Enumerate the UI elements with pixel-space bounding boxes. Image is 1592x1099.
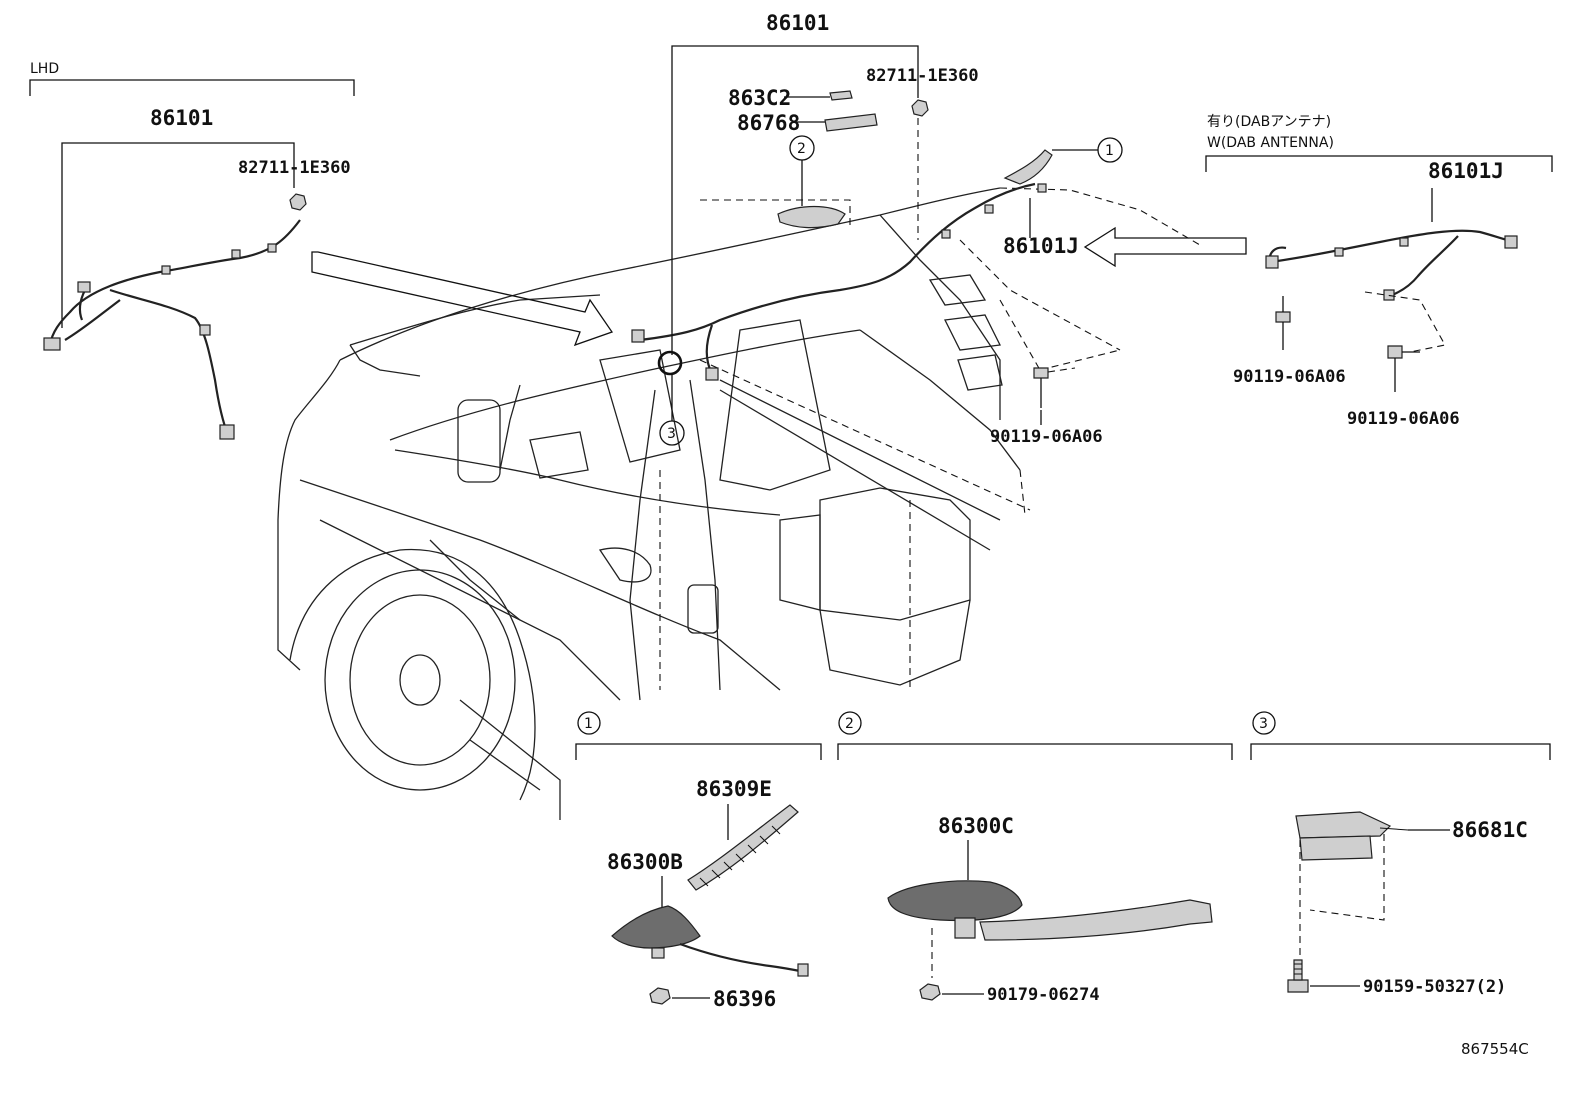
- detail-group-2: 2 86300C 90179-06274: [837, 711, 1233, 1005]
- lhd-82711-label[interactable]: 82711-1E360: [238, 158, 351, 178]
- main-90119-label[interactable]: 90119-06A06: [990, 427, 1103, 447]
- lhd-86101-label[interactable]: 86101: [150, 106, 213, 130]
- dab-label-en: W(DAB ANTENNA): [1207, 135, 1334, 151]
- dab-group: 有り(DABアンテナ) W(DAB ANTENNA) 86101J 90119-…: [1205, 114, 1553, 429]
- dab-bolt-b-icon: [1387, 345, 1403, 359]
- lhd-group: LHD 86101 82711-1E360: [29, 61, 355, 440]
- main-clip-icon: [911, 99, 929, 117]
- group-2-bracket: [837, 743, 1233, 760]
- detail-90179-label[interactable]: 90179-06274: [987, 985, 1100, 1005]
- callout-3-number: 3: [667, 426, 676, 442]
- main-86768-label[interactable]: 86768: [737, 111, 800, 135]
- dab-label-jp: 有り(DABアンテナ): [1207, 114, 1331, 130]
- main-863C2-label[interactable]: 863C2: [728, 86, 791, 110]
- 863C2-icon: [829, 90, 853, 101]
- group-3-bracket: [1250, 743, 1551, 760]
- antenna-rod-icon: [687, 804, 799, 891]
- lhd-label: LHD: [30, 61, 59, 77]
- pointer-arrow-left: [311, 251, 614, 347]
- main-bolt-icon: [1033, 367, 1049, 379]
- shark-fin-antenna-icon: [611, 905, 809, 977]
- main-82711-label[interactable]: 82711-1E360: [866, 66, 979, 86]
- nut-86396-icon: [649, 987, 671, 1005]
- lhd-bracket: [29, 79, 355, 96]
- vehicle-body-outline: [277, 187, 1201, 820]
- amplifier-86681C-icon: [1295, 811, 1409, 861]
- main-86101-leader: [671, 45, 919, 355]
- screw-90159-icon: [1287, 959, 1309, 993]
- lhd-harness-icon: [43, 219, 301, 440]
- detail-group-1: 1 86309E 86300B 86396: [575, 711, 822, 1011]
- group-1-circle: [577, 711, 601, 735]
- diagram-id: 867554C: [1461, 1040, 1529, 1058]
- group-2-number: 2: [845, 716, 854, 732]
- detail-86300B-label[interactable]: 86300B: [607, 850, 683, 874]
- dab-86101J-label[interactable]: 86101J: [1428, 159, 1504, 183]
- detail-86300C-label[interactable]: 86300C: [938, 814, 1014, 838]
- main-86101J-label[interactable]: 86101J: [1003, 234, 1079, 258]
- dab-bolt-a-icon: [1275, 311, 1291, 323]
- main-86101-label[interactable]: 86101: [766, 11, 829, 35]
- 86768-icon: [824, 113, 878, 132]
- glass-antenna-86300C-icon: [887, 880, 1213, 941]
- lhd-clip-icon: [289, 193, 307, 211]
- detail-90159-label[interactable]: 90159-50327(2): [1363, 977, 1506, 997]
- group-1-number: 1: [584, 716, 593, 732]
- detail-86309E-label[interactable]: 86309E: [696, 777, 772, 801]
- dab-harness-icon: [1265, 229, 1518, 301]
- callout-1-number: 1: [1105, 143, 1114, 159]
- detail-86681C-label[interactable]: 86681C: [1452, 818, 1528, 842]
- group-3-number: 3: [1259, 716, 1268, 732]
- callout-3-location-marker: [657, 350, 683, 376]
- mirror-shape: [457, 399, 501, 483]
- nut-90179-icon: [919, 983, 941, 1001]
- group-3-circle: [1252, 711, 1276, 735]
- roof-glass-antenna-icon: [777, 205, 846, 229]
- dab-90119-a-label[interactable]: 90119-06A06: [1233, 367, 1346, 387]
- dab-bracket: [1205, 155, 1553, 172]
- pointer-arrow-right: [1083, 226, 1247, 268]
- group-1-bracket: [575, 743, 822, 760]
- roof-harness-icon: [631, 149, 1053, 381]
- dab-90119-b-label[interactable]: 90119-06A06: [1347, 409, 1460, 429]
- group-2-circle: [838, 711, 862, 735]
- callout-2-number: 2: [797, 141, 806, 157]
- wheel-shape: [324, 569, 516, 791]
- detail-group-3: 3 86681C 90159-50327(2): [1250, 711, 1551, 997]
- detail-86396-label[interactable]: 86396: [713, 987, 776, 1011]
- lhd-86101-leader: [61, 142, 295, 328]
